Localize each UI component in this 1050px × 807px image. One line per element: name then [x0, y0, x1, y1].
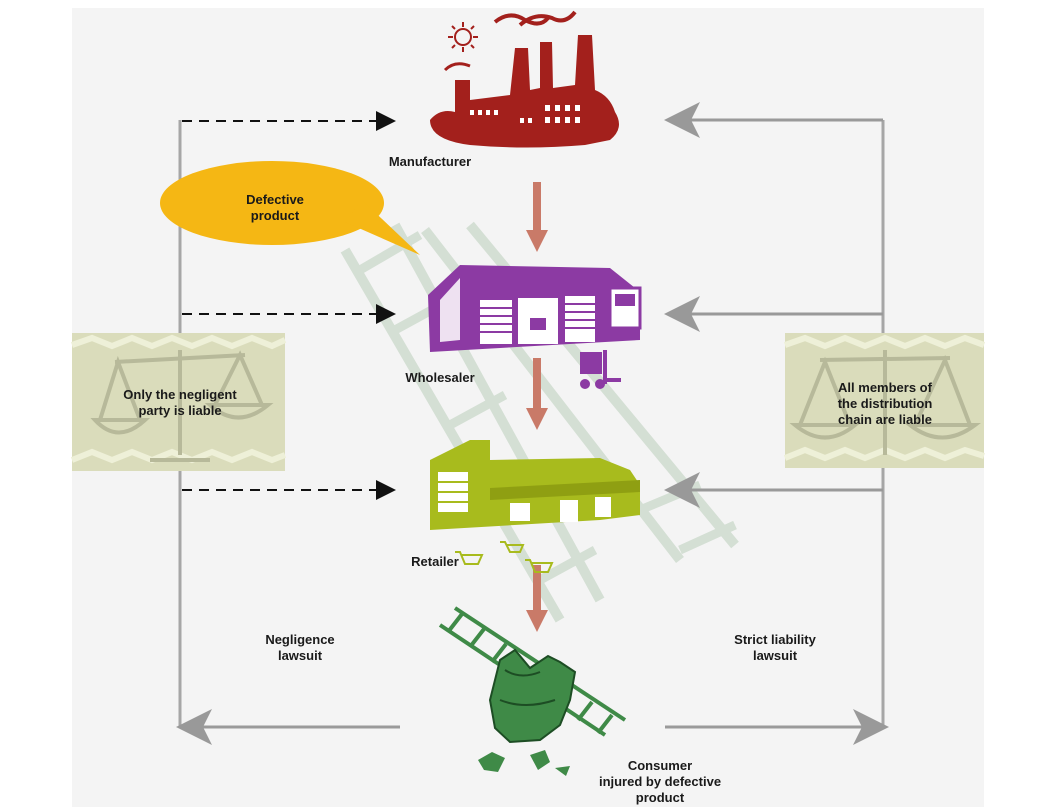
chain-arrow-retailer-to-consumer: [526, 565, 548, 632]
right-scale-panel: [783, 333, 986, 468]
shopping-cart-icon: [455, 541, 554, 573]
forklift-icon: [580, 350, 621, 389]
balance-scale-icon: [789, 350, 981, 455]
all-members-liable-label: All members of the distribution chain ar…: [837, 380, 933, 427]
balance-scale-icon: [90, 350, 274, 462]
warehouse-icon: [428, 265, 642, 389]
consumer-label: Consumer injured by defective product: [598, 758, 722, 805]
chain-arrow-wholesaler-to-retailer: [526, 358, 548, 430]
broken-bag-icon: [438, 606, 627, 776]
retailer-label: Retailer: [411, 554, 459, 569]
negligent-party-liable-label: Only the negligent party is liable: [123, 387, 237, 418]
negligence-lawsuit-label: Negligence lawsuit: [265, 632, 335, 663]
manufacturer-label: Manufacturer: [388, 154, 472, 169]
chain-arrow-manufacturer-to-wholesaler: [526, 182, 548, 252]
store-icon: [430, 440, 640, 573]
strict-liability-lawsuit-label: Strict liability lawsuit: [734, 632, 816, 663]
defective-product-label: Defective product: [246, 192, 304, 223]
factory-icon: [430, 10, 619, 148]
speech-bubble: [160, 161, 420, 255]
wholesaler-label: Wholesaler: [405, 370, 475, 385]
left-scale-panel: [70, 333, 287, 471]
